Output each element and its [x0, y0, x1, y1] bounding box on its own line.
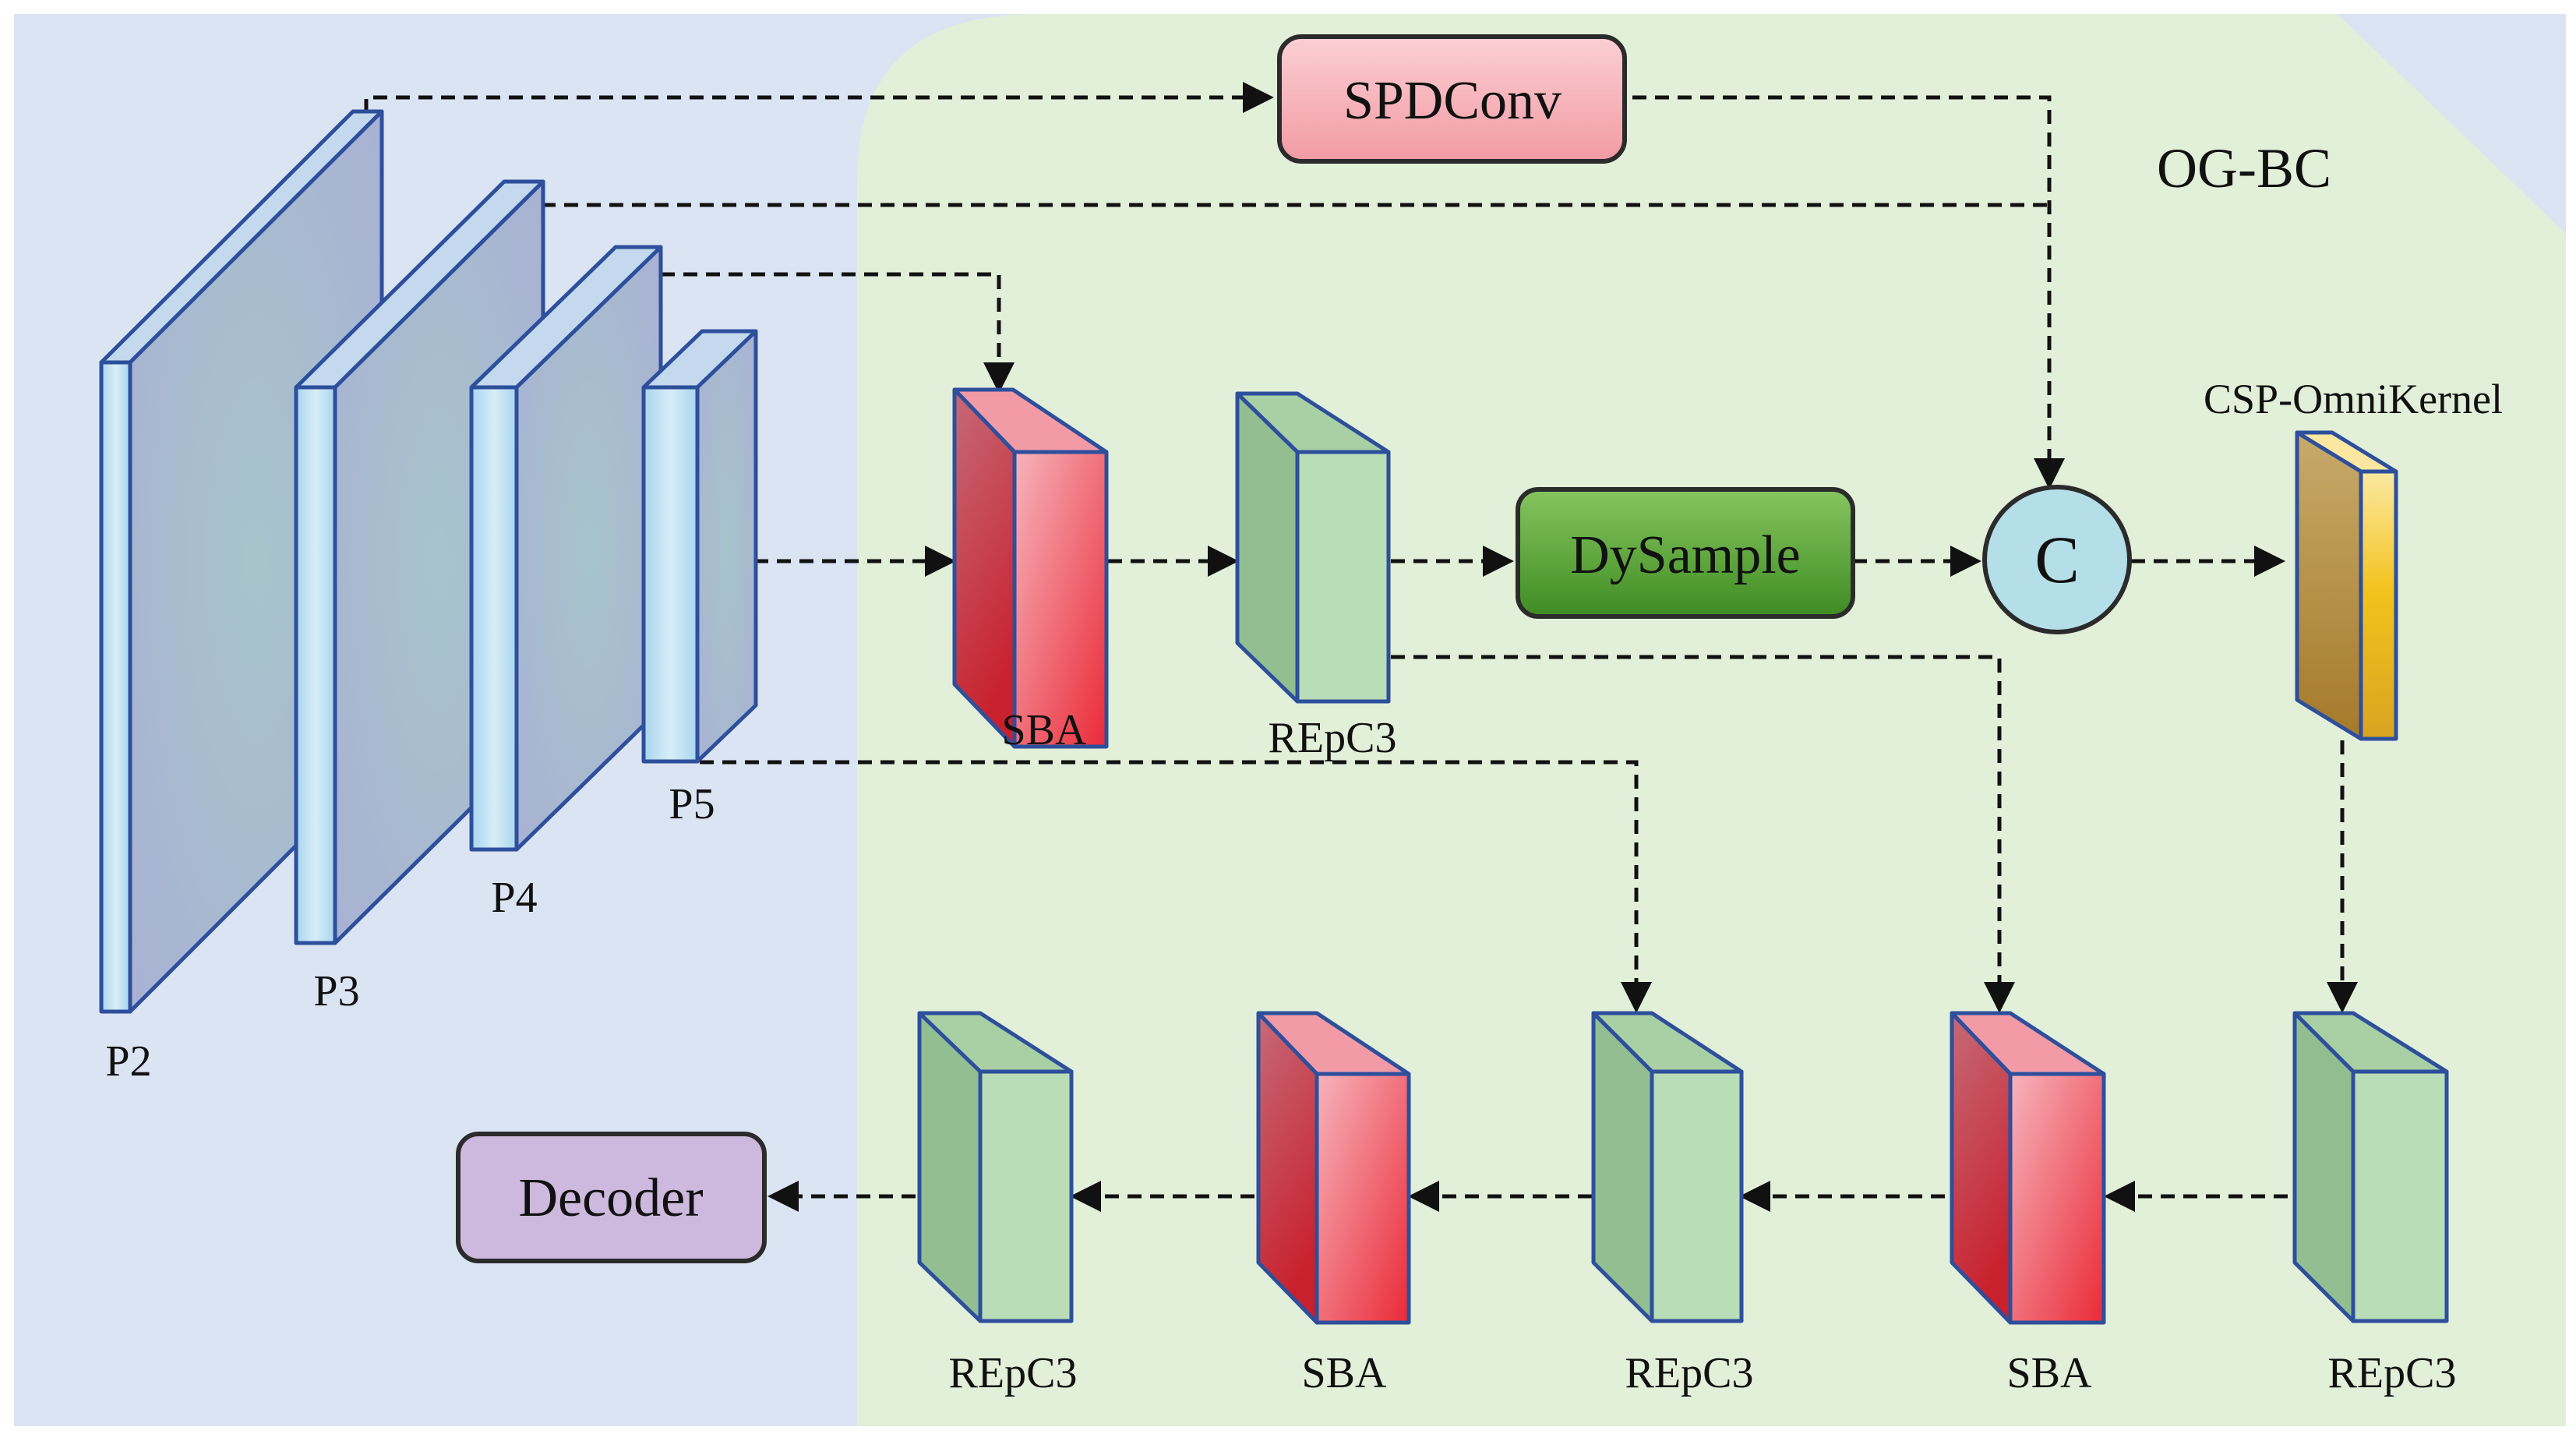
arrow-p2-to-spdconv — [364, 82, 1274, 113]
repc3-b3-label: REpC3 — [1625, 1349, 1754, 1397]
p2-label: P2 — [105, 1037, 151, 1086]
og-bc-label: OG-BC — [2157, 137, 2331, 200]
csp-omnikernel-label: CSP-OmniKernel — [2204, 376, 2503, 422]
concat-label: C — [2034, 522, 2079, 597]
concat-node: C — [1982, 485, 2132, 634]
repc3-block-b3 — [1591, 1011, 1744, 1323]
repc3-block-b1 — [917, 1011, 1074, 1323]
dysample-box: DySample — [1516, 487, 1855, 619]
p4-label: P4 — [491, 874, 537, 922]
repc3-b1-label: REpC3 — [949, 1349, 1078, 1397]
repc3-b5-label: REpC3 — [2328, 1349, 2457, 1397]
p5-label: P5 — [669, 780, 715, 828]
decoder-label: Decoder — [518, 1168, 703, 1228]
repc3-block-top — [1235, 391, 1391, 704]
sba-top-label: SBA — [1002, 706, 1087, 754]
backbone-p5 — [641, 329, 758, 764]
dysample-label: DySample — [1570, 525, 1801, 585]
sba-block-b4 — [1950, 1011, 2106, 1325]
spdconv-label: SPDConv — [1343, 71, 1561, 131]
arrow-repc3-to-sba-bottom — [1391, 655, 2015, 1013]
sba-block-top — [952, 387, 1109, 749]
repc3-block-b5 — [2292, 1011, 2449, 1323]
arrow-spdconv-to-concat — [1632, 95, 2065, 489]
sba-block-b2 — [1256, 1011, 1411, 1325]
decoder-box: Decoder — [456, 1132, 767, 1263]
repc3-top-label: REpC3 — [1269, 714, 1397, 762]
backbone-p4 — [469, 245, 663, 852]
spdconv-box: SPDConv — [1277, 34, 1627, 164]
csp-omnikernel-block — [2295, 430, 2398, 741]
connections — [364, 82, 2358, 1212]
sba-b2-label: SBA — [1302, 1349, 1387, 1397]
p3-label: P3 — [313, 967, 359, 1015]
arrow-p4-to-sba — [661, 272, 1015, 394]
arrow-p5-to-repc3-bottom — [700, 760, 1652, 1013]
sba-b4-label: SBA — [2007, 1349, 2092, 1397]
